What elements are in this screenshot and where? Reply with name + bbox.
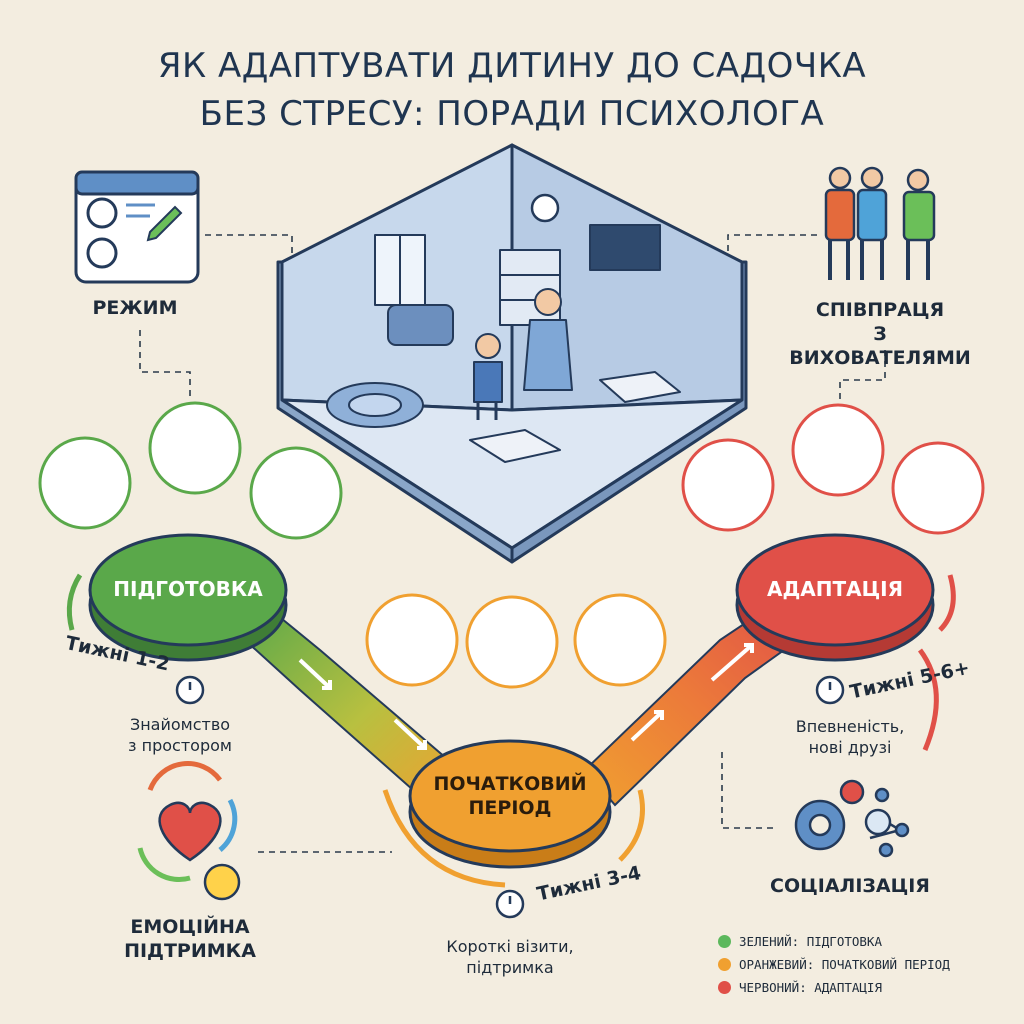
desc-adaptation-line1: Впевненість,: [795, 717, 905, 736]
label-cooperation-line1: СПІВПРАЦЯ: [815, 299, 945, 321]
legend: ЗЕЛЕНИЙ: ПІДГОТОВКА ОРАНЖЕВИЙ: ПОЧАТКОВИ…: [718, 930, 950, 999]
legend-dot-red: [718, 981, 731, 994]
legend-label: ОРАНЖЕВИЙ: ПОЧАТКОВИЙ ПЕРІОД: [739, 957, 950, 972]
preparation-bubbles: [38, 401, 343, 540]
classroom-illustration: [276, 143, 748, 564]
heart-smile-icon: [137, 761, 241, 901]
gears-network-icon: [794, 779, 910, 858]
calendar-icon: [74, 170, 200, 284]
title-line-1: ЯК АДАПТУВАТИ ДИТИНУ ДО САДОЧКА: [157, 46, 867, 86]
stage-initial-title-line2: ПЕРІОД: [468, 797, 552, 819]
side-arrows: [66, 573, 956, 888]
label-cooperation: СПІВПРАЦЯ З ВИХОВАТЕЛЯМИ: [780, 298, 980, 370]
adaptation-bubbles: [681, 403, 985, 535]
desc-initial-line2: підтримка: [466, 958, 554, 977]
legend-item: ОРАНЖЕВИЙ: ПОЧАТКОВИЙ ПЕРІОД: [718, 953, 950, 976]
stage-initial-title: ПОЧАТКОВИЙ ПЕРІОД: [420, 772, 600, 820]
legend-label: ЗЕЛЕНИЙ: ПІДГОТОВКА: [739, 934, 882, 949]
desc-adaptation: Впевненість, нові друзі: [770, 716, 930, 758]
legend-item: ЗЕЛЕНИЙ: ПІДГОТОВКА: [718, 930, 950, 953]
page-title: ЯК АДАПТУВАТИ ДИТИНУ ДО САДОЧКА БЕЗ СТРЕ…: [0, 42, 1024, 138]
stage-disc-adaptation: [735, 533, 935, 662]
label-emotional-support: ЕМОЦІЙНА ПІДТРИМКА: [110, 915, 270, 963]
stage-disc-preparation: [88, 533, 288, 662]
clock-icon: [530, 193, 560, 223]
legend-label: ЧЕРВОНИЙ: АДАПТАЦІЯ: [739, 980, 882, 995]
flow-arrows: [243, 598, 807, 807]
label-emotional-line2: ПІДТРИМКА: [124, 940, 256, 962]
stage-initial-title-line1: ПОЧАТКОВИЙ: [433, 773, 587, 795]
desc-preparation-line1: Знайомство: [129, 715, 231, 734]
desc-preparation-line2: з простором: [128, 736, 232, 755]
desc-initial: Короткі візити, підтримка: [420, 936, 600, 978]
label-cooperation-line2: З ВИХОВАТЕЛЯМИ: [789, 323, 971, 369]
parents-teacher-icon: [824, 166, 936, 280]
desc-adaptation-line2: нові друзі: [808, 738, 892, 757]
legend-dot-green: [718, 935, 731, 948]
label-regime: РЕЖИМ: [92, 297, 178, 319]
label-emotional-line1: ЕМОЦІЙНА: [130, 916, 250, 938]
desc-initial-line1: Короткі візити,: [446, 937, 574, 956]
desc-preparation: Знайомство з простором: [100, 714, 260, 756]
initial-bubbles: [365, 593, 667, 689]
stopwatch-icon: [175, 675, 845, 919]
legend-dot-orange: [718, 958, 731, 971]
dashed-connectors: [139, 234, 886, 853]
legend-item: ЧЕРВОНИЙ: АДАПТАЦІЯ: [718, 976, 950, 999]
title-line-2: БЕЗ СТРЕСУ: ПОРАДИ ПСИХОЛОГА: [199, 94, 825, 134]
stage-disc-initial: [408, 739, 612, 869]
stage-preparation-title: ПІДГОТОВКА: [113, 577, 263, 601]
label-socialization: СОЦІАЛІЗАЦІЯ: [770, 875, 930, 897]
stage-adaptation-title: АДАПТАЦІЯ: [766, 577, 904, 601]
